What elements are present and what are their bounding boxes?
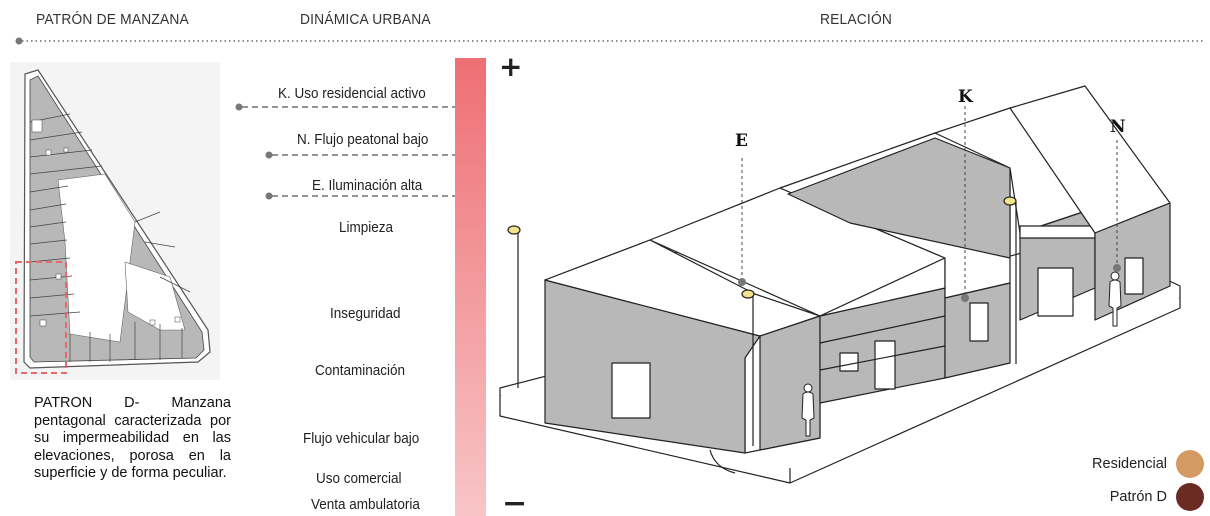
intensity-scale-bar [455, 58, 486, 516]
dynamic-contaminacion: Contaminación [315, 362, 406, 379]
dynamic-n: N. Flujo peatonal bajo [297, 131, 429, 148]
isometric-buildings: E K N [499, 85, 1181, 484]
scale-minus: − [502, 486, 528, 516]
pattern-description: PATRON D- Manzana pentagonal caracteriza… [34, 395, 231, 481]
dynamic-venta: Venta ambulatoria [311, 496, 420, 513]
legend-patron-swatch [1176, 483, 1204, 511]
legend-patron-label: Patrón D [1109, 489, 1167, 505]
header-relacion: RELACIÓN [820, 11, 893, 28]
dynamic-e: E. Iluminación alta [312, 177, 423, 194]
block-plan [10, 62, 220, 380]
building-label-k: K [958, 87, 974, 107]
dynamic-leaders [235, 103, 455, 200]
building-label-n: N [1110, 117, 1126, 137]
legend-residencial-swatch [1176, 450, 1204, 478]
dynamic-uso-comercial: Uso comercial [316, 470, 402, 487]
dynamic-k: K. Uso residencial activo [278, 85, 426, 102]
header-dotted-line [15, 37, 1205, 45]
dynamic-flujo-vehicular: Flujo vehicular bajo [303, 430, 420, 447]
header-patron: PATRÓN DE MANZANA [36, 11, 189, 28]
header-dinamica: DINÁMICA URBANA [300, 11, 431, 28]
building-label-e: E [735, 131, 748, 151]
highlight-zone [15, 261, 67, 374]
dynamic-limpieza: Limpieza [339, 219, 394, 236]
scale-plus: + [499, 50, 523, 83]
dynamic-inseguridad: Inseguridad [330, 305, 401, 322]
legend-residencial-label: Residencial [1092, 456, 1167, 472]
